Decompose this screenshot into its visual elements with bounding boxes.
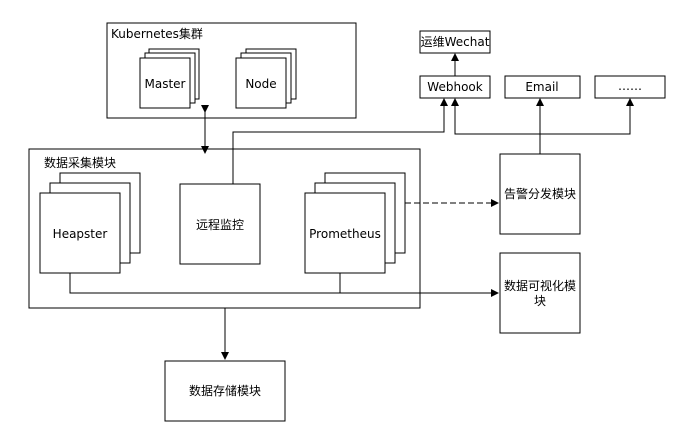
node-label: Node bbox=[245, 77, 276, 91]
node-stack: Node bbox=[235, 48, 297, 109]
visual-module-label-line2: 块 bbox=[534, 294, 546, 308]
remote-monitor-box bbox=[179, 183, 261, 265]
heapster-label: Heapster bbox=[53, 227, 108, 241]
webhook-label: Webhook bbox=[427, 80, 482, 94]
prometheus-stack: Prometheus bbox=[304, 172, 406, 274]
kubernetes-cluster-group: Kubernetes集群 Master Node bbox=[106, 22, 357, 119]
master-stack: Master bbox=[139, 48, 200, 109]
ops-wechat-label: 运维Wechat bbox=[421, 35, 490, 49]
visual-module-box bbox=[499, 252, 581, 334]
master-label: Master bbox=[145, 77, 186, 91]
heapster-stack: Heapster bbox=[39, 172, 141, 274]
heapster-box bbox=[39, 192, 121, 274]
more-label: …… bbox=[618, 79, 642, 93]
collection-module-group: 数据采集模块 Heapster 远程监控 Prometheus bbox=[28, 148, 421, 309]
alert-to-more-arrow bbox=[540, 98, 634, 135]
collection-to-visual-arrow bbox=[69, 273, 499, 297]
visual-module-label-line1: 数据可视化模 bbox=[504, 278, 576, 293]
remote-monitor-to-webhook-arrow bbox=[232, 98, 448, 184]
prometheus-label: Prometheus bbox=[309, 227, 381, 241]
email-label: Email bbox=[525, 80, 558, 94]
prometheus-box bbox=[304, 192, 386, 274]
alert-module-label: 告警分发模块 bbox=[504, 186, 576, 201]
collection-module-label: 数据采集模块 bbox=[44, 155, 116, 170]
alert-to-webhook-arrow bbox=[451, 98, 541, 154]
kubernetes-cluster-label: Kubernetes集群 bbox=[111, 26, 203, 41]
remote-monitor-label: 远程监控 bbox=[196, 217, 244, 232]
storage-module-box bbox=[164, 360, 286, 422]
alert-module-box bbox=[499, 153, 581, 235]
master-box bbox=[139, 57, 191, 109]
node-box bbox=[235, 57, 287, 109]
storage-module-label: 数据存储模块 bbox=[189, 383, 261, 398]
